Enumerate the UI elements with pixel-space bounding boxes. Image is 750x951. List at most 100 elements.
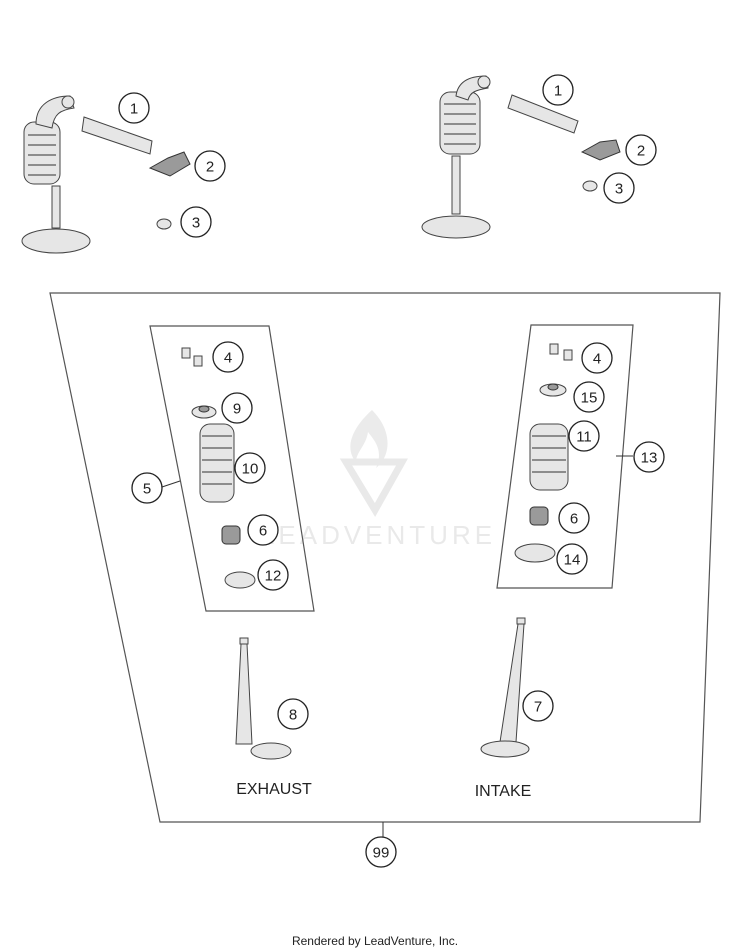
callout-number: 4 [224,350,232,367]
callout-circle [365,836,397,868]
callout-number: 10 [242,461,259,478]
intake-valve-spring-coils [532,435,566,473]
intake-shim [582,180,598,192]
kit-frame [49,292,721,823]
callout-7: 7 [522,690,554,722]
callout-circle [573,381,605,413]
callout-10: 10 [234,452,266,484]
callout-4: 4 [212,341,244,373]
exhaust-valve-stem [235,643,253,745]
intake-spring-top [439,91,481,155]
callout-number: 1 [130,101,138,118]
intake-rocker-assembly [421,75,621,239]
callout-11: 11 [568,420,600,452]
callout-number: 3 [615,181,623,198]
callout-13: 13 [633,441,665,473]
callout-number: 11 [576,429,592,446]
callout-number: 3 [192,215,200,232]
callout-number: 9 [233,401,241,418]
exhaust-valve-seal [221,525,241,545]
callout-circle [522,690,554,722]
callout-14: 14 [556,543,588,575]
callout-circle [234,452,266,484]
exhaust-valve-tip [239,637,249,645]
intake-valve-spring [529,423,569,491]
exhaust-valve-head-top [21,228,91,254]
watermark: LEADVENTURE [260,410,496,550]
intake-valve [480,617,530,758]
intake-valve-keepers [549,343,573,361]
callout-circle [118,92,150,124]
callout-12: 12 [257,559,289,591]
callout-number: 12 [265,568,282,585]
callout-number: 6 [259,523,267,540]
exhaust-shim [156,218,172,230]
callout-2: 2 [625,134,657,166]
callout-5: 5 [131,472,163,504]
callout-circle [625,134,657,166]
watermark-text: LEADVENTURE [260,520,496,550]
callout-number: 4 [593,351,601,368]
callout-circle [558,502,590,534]
callout-number: 8 [289,707,297,724]
callout-number: 2 [206,159,214,176]
callout-number: 99 [373,845,390,862]
exhaust-label: EXHAUST [236,781,312,798]
callout-circle [247,514,279,546]
exhaust-valve-spring [199,423,235,503]
callout-circle [581,342,613,374]
callout-number: 13 [641,450,658,467]
callout-circle [277,698,309,730]
exhaust-subkit-parts [181,347,256,589]
callout-1: 1 [542,74,574,106]
exhaust-valve [235,637,292,760]
callout-circle [131,472,163,504]
callout-3: 3 [603,172,635,204]
callout-circle [556,543,588,575]
intake-rocker-pivot [477,75,491,89]
exhaust-valve-head [250,742,292,760]
exhaust-spring-coils-top [28,134,56,176]
callout-circle [633,441,665,473]
intake-retainer-hole [547,383,559,391]
intake-valve-head-top [421,215,491,239]
intake-valve-stem-top [451,155,461,215]
callout-1: 1 [118,92,150,124]
exhaust-spring-seat [224,571,256,589]
exhaust-rocker-pivot [61,95,75,109]
callout-6: 6 [558,502,590,534]
callout-circle [257,559,289,591]
exhaust-shaft [81,116,153,155]
callout-circle [568,420,600,452]
callout-number: 14 [564,552,581,569]
intake-subkit-parts [514,343,573,563]
watermark-v-icon [339,458,408,517]
intake-subkit-box [496,324,634,589]
exhaust-finger-follower [148,151,191,177]
exhaust-subkit-box [149,325,315,612]
callout-15: 15 [573,381,605,413]
callout-9: 9 [221,392,253,424]
intake-finger-follower [580,139,621,161]
exhaust-retainer-hole [198,405,210,413]
callout-99: 99 [365,836,397,868]
callout-number: 1 [554,83,562,100]
callout-number: 15 [581,390,598,407]
callout-number: 5 [143,481,151,498]
callout-circle [212,341,244,373]
callout-circle [603,172,635,204]
footer-credit: Rendered by LeadVenture, Inc. [292,934,458,948]
intake-spring-coils-top [444,103,476,145]
intake-valve-head [480,740,530,758]
callout-circle [221,392,253,424]
callout-circle [180,206,212,238]
intake-spring-seat [514,543,556,563]
leader-5 [161,480,181,488]
callout-number: 6 [570,511,578,528]
exhaust-valve-keepers [181,347,203,367]
callout-circle [194,150,226,182]
intake-label: INTAKE [475,783,532,800]
intake-valve-seal [529,506,549,526]
watermark-flame-icon [350,410,388,468]
